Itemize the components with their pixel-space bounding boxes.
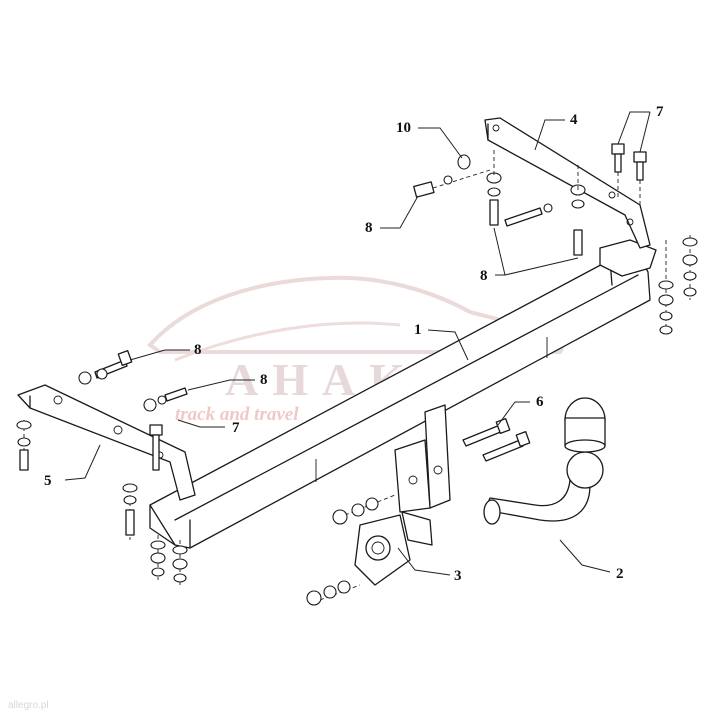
tow-ball-neck bbox=[483, 397, 606, 525]
callout-1: 1 bbox=[414, 322, 422, 338]
callout-5: 5 bbox=[44, 473, 52, 489]
socket-fasteners bbox=[306, 494, 396, 606]
callout-7-top: 7 bbox=[656, 104, 664, 120]
callout-6: 6 bbox=[536, 394, 544, 410]
ball-mount-plate bbox=[394, 404, 451, 513]
right-fasteners bbox=[413, 150, 586, 256]
left-bracket bbox=[17, 384, 196, 501]
callout-7-left: 7 bbox=[232, 420, 240, 436]
watermark-car-swoosh bbox=[174, 321, 401, 362]
callout-8-right-top: 8 bbox=[365, 220, 373, 236]
callout-2: 2 bbox=[616, 566, 624, 582]
callout-3: 3 bbox=[454, 568, 462, 584]
main-crossbeam bbox=[149, 239, 657, 549]
callout-8-right-mid: 8 bbox=[480, 268, 488, 284]
left-fasteners bbox=[16, 350, 188, 585]
source-credit: allegro.pl bbox=[8, 700, 49, 711]
watermark-tagline: track and travel bbox=[175, 404, 299, 425]
callout-8-left-top: 8 bbox=[194, 342, 202, 358]
right-side-nut-stack bbox=[658, 235, 698, 335]
callout-labels: 1 2 3 4 5 6 7 7 8 8 8 8 10 bbox=[44, 104, 664, 584]
bolt-set-6 bbox=[462, 418, 531, 462]
callout-10: 10 bbox=[396, 120, 411, 136]
callout-8-left-mid: 8 bbox=[260, 372, 268, 388]
socket-bracket bbox=[354, 511, 433, 586]
right-bracket bbox=[484, 117, 651, 249]
callout-4: 4 bbox=[570, 112, 578, 128]
leader-lines bbox=[64, 111, 651, 576]
